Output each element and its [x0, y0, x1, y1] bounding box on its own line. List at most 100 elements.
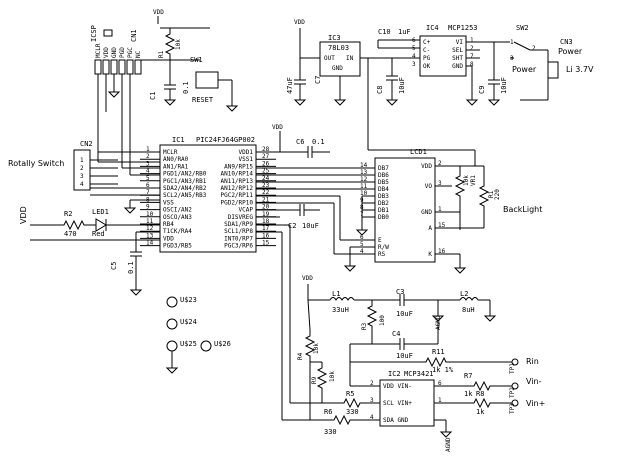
ic1-pin-name: PGC1/AN3/RB1: [163, 178, 207, 185]
c2: C2 10uF: [256, 204, 320, 230]
lcd-pin-number: 16: [438, 248, 446, 255]
ic2-pin-number: 2: [370, 380, 374, 387]
ic1-pin-number: 11: [146, 218, 154, 225]
vr1-val: 10k: [463, 175, 470, 186]
ic1-pin-name: VCAP: [239, 207, 254, 214]
c8-val: 10uF: [398, 77, 406, 94]
lcd-pin-name: A: [428, 225, 432, 232]
ic3-body: [319, 41, 361, 77]
icsp-pin: [102, 59, 110, 75]
lcd-pin-name: RS: [378, 251, 386, 258]
lcd-pin-number: 15: [438, 222, 446, 229]
l2-ref: L2: [460, 290, 468, 298]
icsp-key: [103, 29, 113, 37]
ic4-pin-name: SHT: [452, 55, 463, 62]
ic2-pin-number: 1: [438, 397, 442, 404]
ic1-pin-name: SCL2/AN5/RB3: [163, 192, 207, 199]
ic1-pin-number: 21: [262, 196, 270, 203]
ic1-pin-name: PGD1/AN2/RB0: [163, 171, 207, 178]
icsp-pin: [134, 59, 142, 75]
sw1-reset: VDD R1 10k C1 0.1 SW1 RESET: [138, 9, 239, 112]
ic1-pin-name: VSS: [163, 199, 174, 206]
r5-val: 330: [346, 408, 359, 416]
ic1-right-pins: 28VDD127VSS126AN9/RP1525AN10/RP1424AN11/…: [220, 146, 276, 250]
ic1-pin-name: AN1/RA1: [163, 163, 189, 170]
r3-val: 100: [379, 315, 386, 326]
cn2-label: Rotally Switch: [8, 159, 64, 168]
ic4-body: [419, 35, 467, 77]
ic1-pin-number: 6: [146, 182, 150, 189]
ic3-ref: IC3: [328, 34, 341, 42]
ic2-pin-name: SDA GND: [383, 417, 409, 424]
r3-symbol: [366, 300, 378, 332]
ic1-pin-number: 27: [262, 153, 270, 160]
ic4-pin-name: PG: [423, 55, 431, 62]
terminal-vin-plus[interactable]: Vin+ TP3: [509, 399, 545, 414]
ic1-pin-name: RB4: [163, 221, 174, 228]
ic1-pin-number: 23: [262, 182, 270, 189]
hole-u25: [166, 340, 178, 352]
ic1-pin-name: T1CK/RA4: [163, 228, 192, 235]
r1-symbol: [164, 28, 176, 60]
r-backlight-val: 220: [494, 189, 501, 200]
lcd-pin-number: 6: [360, 234, 364, 241]
ic1-pin-name: DISVREG: [228, 214, 254, 221]
lcd1-body: [374, 157, 436, 263]
r6-ref: R6: [324, 408, 332, 416]
sw2-lever[interactable]: [513, 41, 531, 51]
ic1-pin-number: 17: [262, 225, 270, 232]
agnd-label-2: AGND: [445, 437, 452, 452]
ic1-pin-number: 20: [262, 204, 270, 211]
icsp-pin-name: MCLR: [95, 43, 102, 58]
r4-ref: R4: [297, 352, 304, 360]
icsp-pin-name: PGD: [119, 47, 126, 58]
cn3-label: Power: [558, 47, 583, 56]
ic1-pin-name: PGD2/RP10: [220, 199, 253, 206]
sw1-body[interactable]: [195, 71, 219, 89]
c5: C5 0.1: [30, 231, 160, 296]
cn2-body: [73, 149, 91, 191]
ic4-pin-name: SEL: [452, 47, 463, 54]
r11-val: 1k 1%: [432, 366, 454, 374]
vdd-label-analog: VDD: [302, 275, 313, 282]
ic4-pin-number: 8: [470, 61, 474, 68]
lcd-pin-number: 5: [360, 241, 364, 248]
hole-u23: [166, 296, 178, 308]
ic1-pin-number: 16: [262, 232, 270, 239]
c6-val: 0.1: [312, 138, 325, 146]
ic2-pin-number: 4: [370, 414, 374, 421]
c2-ref: C2: [288, 222, 296, 230]
terminal-rin[interactable]: Rin TP1: [509, 357, 539, 374]
terminal-vin-minus[interactable]: Vin- TP2: [509, 377, 542, 398]
lcd-pin-number: 11: [360, 183, 368, 190]
lcd-pin-name: DB3: [378, 193, 389, 200]
lcd-pin-name: DB0: [378, 214, 389, 221]
ic1-pin-name: AN9/RP15: [224, 163, 253, 170]
sw2-power: SW2 1 2 3 Power CN3 Power Li 3.7V: [510, 24, 594, 101]
led-color: Red: [92, 230, 105, 238]
ic1-pin-number: 1: [146, 146, 150, 153]
ic1-pin-name: AN0/RA0: [163, 156, 189, 163]
cn2-pin-number: 2: [80, 165, 84, 172]
ic2-part: MCP3421: [404, 370, 434, 378]
cn1-ref: CN1: [130, 29, 138, 42]
ic3-regulator: IC3 78L03 OUT IN GND VDD 47uF C7 C8 10uF: [286, 19, 476, 166]
ic4-pin-name: C+: [423, 39, 431, 46]
lcd-pin-number: 13: [360, 169, 368, 176]
c9-ref: C9: [478, 86, 486, 94]
ic1-pin-name: VDD1: [239, 149, 254, 156]
lcd-pin-name: K: [428, 251, 432, 258]
sw2-ref: SW2: [516, 24, 529, 32]
ic1-pin-name: OSCI/AN2: [163, 207, 192, 214]
ic1-pin-name: SDA1/RP9: [224, 221, 253, 228]
c2-val: 10uF: [302, 222, 319, 230]
r4-symbol: [304, 330, 316, 362]
ic1-pin-name: PGD3/RB5: [163, 243, 192, 250]
icsp-pin: [94, 59, 102, 75]
l1-ref: L1: [332, 290, 340, 298]
cn2-pin-number: 3: [80, 173, 84, 180]
c5-val: 0.1: [127, 261, 135, 274]
